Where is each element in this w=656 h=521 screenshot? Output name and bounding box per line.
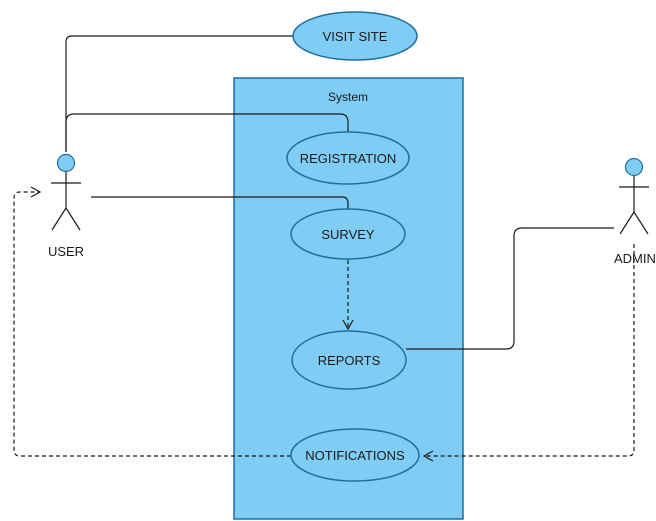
svg-text:VISIT SITE: VISIT SITE (323, 29, 388, 44)
use-case-reports: REPORTS (291, 330, 407, 390)
admin-label: ADMIN (614, 251, 656, 266)
assoc-user-registration (65, 113, 349, 152)
use-case-notifications: NOTIFICATIONS (290, 428, 420, 482)
dashed-admin-notifications (422, 244, 635, 462)
assoc-reports-admin (406, 227, 614, 350)
connections (13, 35, 635, 462)
svg-text:REGISTRATION: REGISTRATION (300, 151, 397, 166)
user-label: USER (48, 244, 84, 259)
dashed-notifications-user (13, 186, 291, 457)
system-label: System (328, 90, 368, 104)
use-case-registration: REGISTRATION (286, 131, 410, 185)
admin-head (624, 157, 644, 177)
admin-actor (619, 157, 649, 235)
svg-text:REPORTS: REPORTS (318, 353, 381, 368)
svg-text:SURVEY: SURVEY (321, 227, 375, 242)
use-case-survey: SURVEY (290, 208, 406, 260)
use-case-visit-site: VISIT SITE (292, 11, 418, 61)
assoc-user-visit-site (65, 35, 293, 152)
user-actor (51, 153, 81, 231)
svg-text:NOTIFICATIONS: NOTIFICATIONS (305, 448, 405, 463)
assoc-user-survey (91, 196, 349, 210)
user-head (56, 153, 76, 173)
